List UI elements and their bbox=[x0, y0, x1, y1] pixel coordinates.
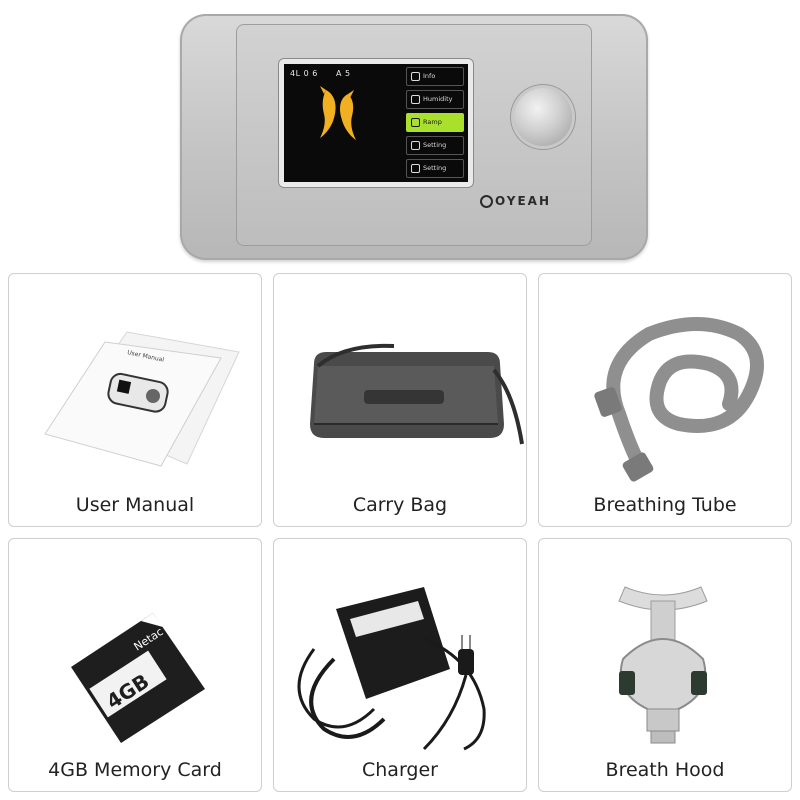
item-card-user-manual: User Manual User Manual bbox=[8, 273, 262, 527]
cpap-device-image: 4L 0 6 A 5 Info Humidity Ramp bbox=[180, 14, 648, 260]
dolphin-logo-icon bbox=[320, 86, 356, 140]
breath-hood-icon bbox=[618, 586, 708, 744]
screen-menu-item-humidity: Humidity bbox=[406, 90, 464, 109]
humidity-icon bbox=[411, 95, 420, 104]
item-label: Carry Bag bbox=[352, 494, 448, 516]
item-card-breathing-tube: Breathing Tube bbox=[538, 273, 792, 527]
item-label: User Manual bbox=[75, 494, 195, 516]
eye-icon bbox=[411, 164, 420, 173]
screen-menu: Info Humidity Ramp Setting Setting bbox=[406, 67, 464, 182]
device-screen: 4L 0 6 A 5 Info Humidity Ramp bbox=[284, 64, 468, 182]
item-label: Charger bbox=[362, 759, 438, 781]
carry-bag-icon bbox=[310, 343, 524, 445]
item-card-carry-bag: Carry Bag bbox=[273, 273, 527, 527]
screen-menu-item-setting-b: Setting bbox=[406, 159, 464, 178]
item-label: Breath Hood bbox=[605, 759, 725, 781]
item-label: Breathing Tube bbox=[593, 494, 737, 516]
brand-logo-icon bbox=[480, 194, 493, 208]
control-knob bbox=[514, 88, 572, 146]
ramp-icon bbox=[411, 118, 420, 127]
item-card-memory-card: Netac 4GB 4GB Memory Card bbox=[8, 538, 262, 792]
device-screen-bezel: 4L 0 6 A 5 Info Humidity Ramp bbox=[278, 58, 474, 188]
screen-menu-item-ramp: Ramp bbox=[406, 113, 464, 132]
user-manual-icon: User Manual bbox=[44, 331, 240, 467]
screen-menu-item-info: Info bbox=[406, 67, 464, 86]
info-icon bbox=[411, 72, 420, 81]
item-label: 4GB Memory Card bbox=[48, 759, 222, 781]
screen-status-left: 4L 0 6 bbox=[290, 69, 318, 78]
screen-menu-item-setting-a: Setting bbox=[406, 136, 464, 155]
brand-logo: OYEAH bbox=[480, 194, 551, 208]
setting-icon bbox=[411, 141, 420, 150]
item-card-charger: Charger bbox=[273, 538, 527, 792]
screen-status-right: A 5 bbox=[336, 69, 351, 78]
item-card-breath-hood: Breath Hood bbox=[538, 538, 792, 792]
memory-card-icon: Netac 4GB bbox=[71, 613, 205, 743]
breathing-tube-icon bbox=[594, 317, 764, 482]
charger-icon bbox=[297, 587, 486, 751]
